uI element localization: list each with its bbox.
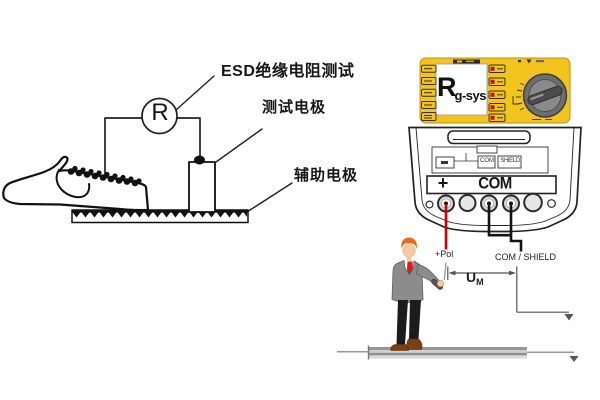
display-model-main: R — [437, 72, 456, 102]
person-hand — [436, 279, 444, 287]
display-model-text: Rg-sys — [437, 72, 487, 103]
person-leg-right — [409, 300, 421, 339]
pointer-line-test-electrode — [215, 128, 263, 163]
internal-com-label: COM — [480, 158, 494, 164]
um-dimension — [447, 266, 569, 313]
test-electrode-label: 测试电极 — [262, 99, 327, 116]
person-face — [402, 243, 416, 258]
person-figure — [390, 237, 444, 351]
um-sub: M — [476, 277, 484, 287]
shoe-outline — [2, 155, 150, 212]
dial-scale-marks — [512, 82, 552, 120]
person-hair — [401, 237, 417, 249]
um-main: U — [466, 269, 477, 285]
carry-handle — [447, 130, 531, 145]
internal-shield-box — [497, 155, 522, 169]
terminal-label-band — [426, 175, 557, 195]
pointer-line-esd — [175, 75, 215, 111]
terminal-sockets — [425, 192, 556, 213]
plus-pol-label: +Pol — [435, 249, 454, 259]
com-shield-label: COM / SHIELD — [495, 252, 557, 262]
terminal-plus-label: + — [437, 173, 449, 193]
internal-com-box — [477, 155, 496, 169]
pointer-line-aux-electrode — [246, 182, 293, 213]
panel-buttons-right — [488, 64, 506, 122]
floor-plate — [367, 345, 527, 360]
test-electrode — [188, 155, 216, 213]
black-com-shield-wires — [487, 204, 523, 252]
panel-top-indicators — [518, 59, 544, 64]
wire-meter-right — [176, 117, 201, 158]
instrument-front-panel — [419, 57, 571, 124]
terminal-com-label: COM — [478, 174, 512, 193]
instrument-body — [408, 126, 582, 233]
wiring — [337, 204, 579, 362]
auxiliary-electrode-label: 辅助电极 — [294, 167, 359, 184]
person-shoe-right — [406, 338, 423, 350]
esd-test-label: ESD绝缘电阻测试 — [221, 63, 355, 80]
person-leg-left — [396, 300, 408, 345]
person-shoe-left — [390, 344, 409, 351]
shoe-studs — [67, 165, 142, 187]
resistance-meter-circle — [141, 97, 178, 135]
resistance-meter-symbol: R — [151, 99, 169, 126]
left-test-setup — [2, 75, 293, 224]
shoe-opening-line — [55, 169, 91, 199]
ground-symbol-upper — [564, 314, 574, 321]
probe-lead — [443, 262, 447, 281]
panel-buttons-left-marks — [424, 68, 432, 119]
display-screen — [435, 63, 488, 116]
um-voltage-label: UM — [466, 269, 484, 287]
wire-meter-left — [104, 117, 143, 176]
display-model-sub: g-sys — [454, 88, 487, 103]
internal-shield-label: SHIELD — [500, 158, 520, 164]
rotary-dial-knob — [522, 73, 568, 118]
ground-symbol-floor — [569, 356, 579, 362]
auxiliary-electrode-plate — [71, 209, 249, 224]
